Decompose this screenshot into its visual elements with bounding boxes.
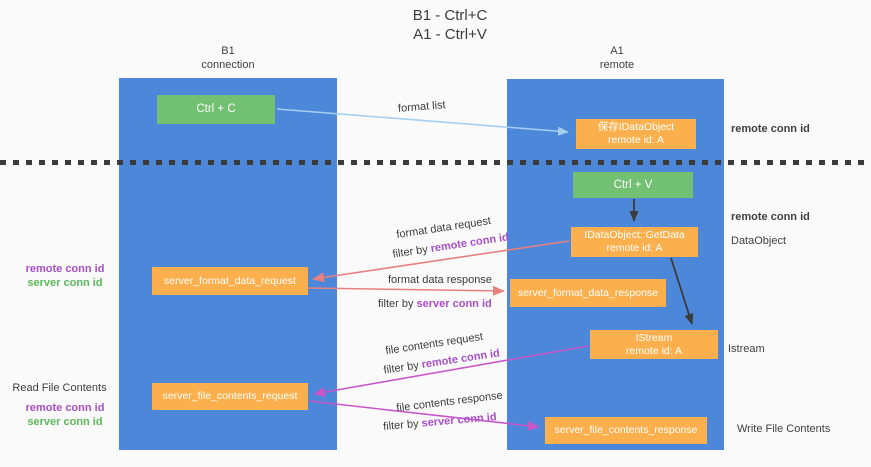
istream-label: Istream bbox=[728, 343, 765, 355]
node-idataobject-getdata-line2: remote id: A bbox=[606, 242, 663, 254]
node-ctrl-c-label: Ctrl + C bbox=[196, 103, 236, 115]
node-server-format-data-response: server_format_data_response bbox=[510, 279, 666, 307]
remote-conn-id-text: remote conn id bbox=[429, 231, 510, 255]
left-remote-conn-id-label: remote conn id bbox=[25, 263, 105, 275]
right-remote-conn-id-top-label: remote conn id bbox=[731, 123, 810, 135]
node-server-file-contents-request-label: server_file_contents_request bbox=[162, 390, 298, 402]
filter-by-text: filter by bbox=[391, 243, 429, 261]
write-file-contents-label: Write File Contents bbox=[737, 423, 831, 435]
lane-a1-name: A1 bbox=[610, 45, 624, 57]
title-line-1: B1 - Ctrl+C bbox=[412, 7, 488, 24]
node-istream-line1: IStream bbox=[635, 331, 673, 344]
server-conn-id-text: server conn id bbox=[416, 298, 492, 310]
node-save-idataobject: 保存IDataObject remote id: A bbox=[576, 119, 696, 149]
node-server-format-data-request: server_format_data_request bbox=[152, 267, 308, 295]
node-server-format-data-request-label: server_format_data_request bbox=[164, 274, 296, 287]
lane-b1-role: connection bbox=[201, 59, 255, 71]
right-remote-conn-id-mid-label: remote conn id bbox=[731, 211, 810, 223]
left-format-conn-ids: remote conn id server conn id bbox=[15, 262, 115, 290]
lane-header-b1: B1 connection bbox=[168, 44, 288, 72]
node-save-idataobject-line1: 保存IDataObject bbox=[597, 121, 675, 133]
node-server-format-data-response-label: server_format_data_response bbox=[517, 286, 659, 299]
node-ctrl-v: Ctrl + V bbox=[573, 172, 693, 198]
node-idataobject-getdata-line1: IDataObject::GetData bbox=[584, 229, 685, 241]
left-file-conn-ids: remote conn id server conn id bbox=[15, 401, 115, 429]
left-server-conn-id-label: server conn id bbox=[27, 416, 103, 428]
lane-header-a1: A1 remote bbox=[557, 44, 677, 72]
left-server-conn-id-label: server conn id bbox=[27, 277, 103, 289]
read-file-contents-label: Read File Contents bbox=[12, 382, 107, 394]
node-idataobject-getdata: IDataObject::GetData remote id: A bbox=[571, 227, 698, 257]
format-data-response-filter-label: filter by server conn id bbox=[378, 298, 492, 310]
file-contents-response-filter-label: filter by server conn id bbox=[383, 411, 497, 433]
diagram-title: B1 - Ctrl+C A1 - Ctrl+V bbox=[330, 6, 570, 44]
node-ctrl-c: Ctrl + C bbox=[157, 95, 275, 124]
lane-a1-role: remote bbox=[599, 59, 635, 71]
dataobject-label: DataObject bbox=[731, 235, 787, 247]
format-list-label: format list bbox=[397, 99, 447, 115]
filter-by-text: filter by bbox=[382, 359, 420, 377]
node-istream-line2: remote id: A bbox=[625, 344, 683, 357]
format-data-response-arrow bbox=[307, 285, 505, 296]
node-ctrl-v-label: Ctrl + V bbox=[613, 178, 653, 191]
title-line-2: A1 - Ctrl+V bbox=[413, 26, 487, 43]
node-server-file-contents-response: server_file_contents_response bbox=[545, 417, 707, 444]
lane-b1-name: B1 bbox=[221, 45, 235, 57]
remote-conn-id-text: remote conn id bbox=[420, 347, 501, 371]
filter-by-text: filter by bbox=[378, 298, 414, 310]
phase-separator-dashed-line bbox=[0, 160, 871, 165]
filter-by-text: filter by bbox=[382, 417, 420, 433]
node-save-idataobject-line2: remote id: A bbox=[607, 134, 665, 146]
node-server-file-contents-request: server_file_contents_request bbox=[152, 383, 308, 410]
file-contents-response-label: file contents response bbox=[395, 389, 504, 415]
node-istream: IStream remote id: A bbox=[590, 330, 718, 359]
server-conn-id-text: server conn id bbox=[421, 411, 498, 430]
left-remote-conn-id-label: remote conn id bbox=[25, 402, 105, 414]
format-data-response-label: format data response bbox=[388, 274, 492, 286]
node-server-file-contents-response-label: server_file_contents_response bbox=[554, 424, 698, 436]
